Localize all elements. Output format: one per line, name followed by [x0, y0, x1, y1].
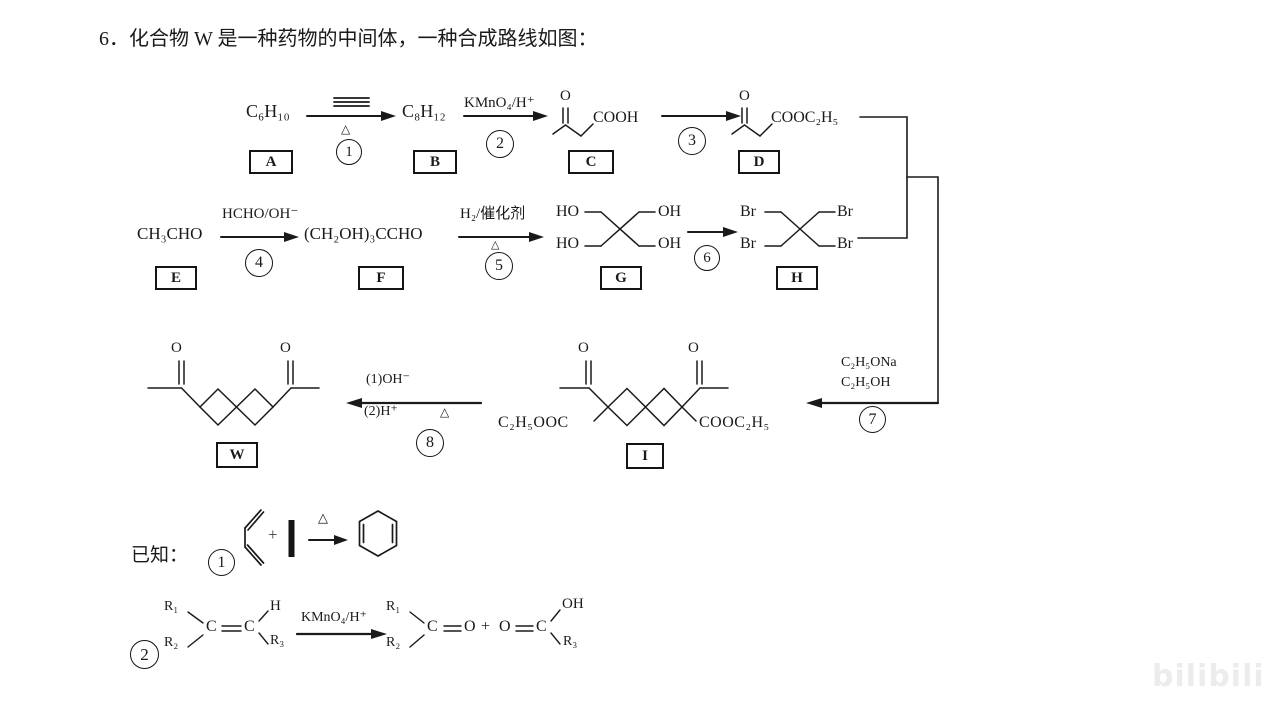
step5-reagent: H₂/催化剂: [460, 206, 526, 222]
step8-condition-1: (1)OH⁻: [366, 372, 410, 387]
known1-plus-sign: +: [268, 525, 278, 544]
known1-circled-number: 1: [208, 549, 235, 576]
step1-heat-symbol: △: [341, 122, 351, 136]
compound-i-carbonyl-o-right: O: [688, 340, 699, 356]
known2-oh-label: OH: [562, 596, 584, 612]
known2-h-label: H: [270, 598, 281, 614]
compound-g-ho-bottom: HO: [556, 235, 580, 252]
step6-circled-number: 6: [694, 245, 720, 271]
compound-b-formula: C₈H₁₂: [402, 101, 446, 121]
structure-g-skeleton: [584, 211, 656, 247]
compound-g-ho-top: HO: [556, 203, 580, 220]
compound-w-carbonyl-o-left: O: [171, 340, 182, 356]
known2-r1-right: R₁: [386, 599, 401, 614]
known2-products-bonds: [409, 609, 561, 648]
step8-arrow: [346, 398, 483, 408]
compound-h-br-top-right: Br: [837, 203, 853, 220]
step1-arrow: [306, 111, 396, 121]
connector-d-h-to-step7: [857, 116, 939, 403]
known1-arrow: [308, 535, 348, 545]
known1-cyclohexadiene: [358, 510, 398, 557]
box-label-i: I: [626, 443, 664, 469]
compound-c-group: COOH: [593, 109, 639, 126]
box-label-e: E: [155, 266, 197, 290]
compound-h-br-bottom-left: Br: [740, 235, 756, 252]
box-label-d: D: [738, 150, 780, 174]
step4-reagent: HCHO/OH⁻: [222, 206, 299, 222]
known2-o-product2: O: [499, 618, 511, 635]
step7-reagent-1: C₂H₅ONa: [841, 355, 897, 370]
known2-c-product1: C: [427, 618, 438, 635]
known2-r2-left: R₂: [164, 635, 179, 650]
known2-o-product1: O: [464, 618, 476, 635]
structure-d-skeleton: [731, 107, 773, 137]
step1-circled-number: 1: [336, 139, 362, 165]
step7-reagent-2: C₂H₅OH: [841, 375, 891, 390]
known2-reagent: KMnO₄/H⁺: [301, 610, 367, 625]
step4-circled-number: 4: [245, 249, 273, 277]
structure-w-skeleton: [147, 360, 320, 427]
box-label-g: G: [600, 266, 642, 290]
known2-circled-number: 2: [130, 640, 159, 669]
known2-plus-sign: +: [481, 618, 491, 635]
compound-w-carbonyl-o-right: O: [280, 340, 291, 356]
known2-r2-right: R₂: [386, 635, 401, 650]
step7-circled-number: 7: [859, 406, 886, 433]
step7-arrow: [806, 398, 940, 408]
structure-i-skeleton: [559, 360, 729, 427]
known2-r3-right: R₃: [563, 634, 578, 649]
known1-diene: [244, 509, 265, 566]
compound-i-carbonyl-o-left: O: [578, 340, 589, 356]
compound-g-oh-top: OH: [658, 203, 682, 220]
compound-i-ester-right: COOC₂H₅: [699, 414, 770, 431]
compound-c-carbonyl-o: O: [560, 88, 571, 104]
step4-arrow: [220, 232, 299, 242]
step5-circled-number: 5: [485, 252, 513, 280]
step2-circled-number: 2: [486, 130, 514, 158]
step3-circled-number: 3: [678, 127, 706, 155]
known1-heat-symbol: △: [318, 510, 328, 525]
step8-heat-symbol: △: [440, 405, 450, 419]
box-label-c: C: [568, 150, 614, 174]
compound-e-formula: CH₃CHO: [137, 224, 203, 243]
compound-a-formula: C₆H₁₀: [246, 101, 290, 121]
alkyne-symbol: [333, 97, 370, 107]
structure-c-skeleton: [552, 107, 594, 137]
known-heading: 已知：: [131, 545, 189, 566]
known2-c-product2: C: [536, 618, 547, 635]
compound-g-oh-bottom: OH: [658, 235, 682, 252]
step5-heat-symbol: △: [491, 239, 500, 251]
known2-left-alkene-bonds: [187, 610, 269, 648]
known1-dienophile: [288, 520, 295, 557]
structure-h-skeleton: [764, 211, 836, 247]
compound-d-group: COOC₂H₅: [771, 109, 839, 126]
compound-f-formula: (CH₂OH)₃CCHO: [304, 224, 423, 243]
compound-h-br-top-left: Br: [740, 203, 756, 220]
step2-reagent: KMnO₄/H⁺: [464, 95, 535, 111]
box-label-f: F: [358, 266, 404, 290]
bilibili-watermark: bilibili: [1152, 659, 1265, 694]
compound-d-carbonyl-o: O: [739, 88, 750, 104]
box-label-b: B: [413, 150, 457, 174]
step8-circled-number: 8: [416, 429, 444, 457]
box-label-w: W: [216, 442, 258, 468]
known2-r1-left: R₁: [164, 599, 179, 614]
step5-arrow: [458, 232, 544, 242]
step2-arrow: [463, 111, 548, 121]
box-label-h: H: [776, 266, 818, 290]
question-title: 6．化合物 W 是一种药物的中间体，一种合成路线如图：: [99, 28, 598, 50]
step6-arrow: [687, 227, 738, 237]
box-label-a: A: [249, 150, 293, 174]
known2-arrow: [295, 629, 387, 639]
step8-condition-2: (2)H⁺: [364, 404, 398, 419]
known2-c1-left: C: [206, 618, 217, 635]
known2-c2-left: C: [244, 618, 255, 635]
compound-i-ester-left: C₂H₅OOC: [498, 414, 569, 431]
compound-h-br-bottom-right: Br: [837, 235, 853, 252]
step3-arrow: [661, 111, 741, 121]
known2-r3-left: R₃: [270, 633, 285, 648]
